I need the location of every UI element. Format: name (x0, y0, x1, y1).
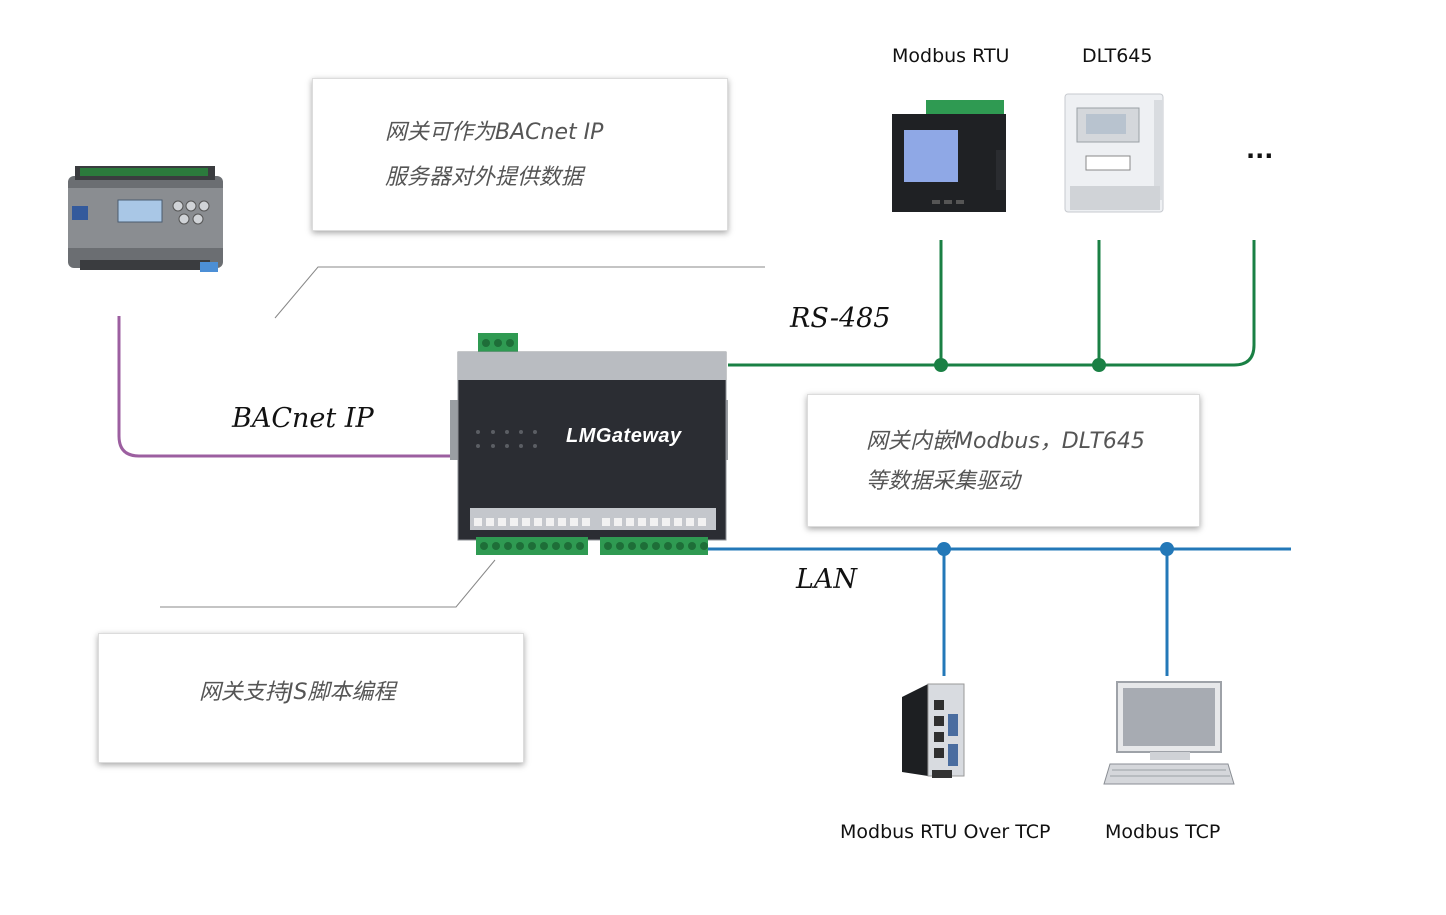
rs485-node-1 (934, 358, 948, 372)
network-label-rs485: RS-485 (790, 303, 891, 334)
bacnet-ip-line (117, 316, 455, 458)
device-label-modbus-rtu: Modbus RTU (892, 45, 1010, 67)
callout-drivers: 网关内嵌Modbus，DLT645 等数据采集驱动 (807, 394, 1200, 527)
device-label-more: ... (1246, 136, 1274, 164)
device-label-modbus-tcp: Modbus TCP (1105, 821, 1221, 843)
rs485-node-2 (1092, 358, 1106, 372)
callout-bacnet-server-line2: 服务器对外提供数据 (385, 165, 584, 190)
gateway-brand-label: LMGateway (566, 425, 682, 447)
device-label-dlt645: DLT645 (1082, 45, 1153, 67)
lan-node-1 (937, 542, 951, 556)
callout-js-line1: 网关支持JS脚本编程 (199, 680, 396, 705)
rs485-bus-line (728, 240, 1256, 367)
network-label-lan: LAN (796, 564, 858, 595)
callout-js: 网关支持JS脚本编程 (98, 633, 524, 763)
device-label-rtu-over-tcp: Modbus RTU Over TCP (840, 821, 1051, 843)
leader-line-js-callout (160, 559, 496, 608)
leader-line-bacnet-callout (274, 266, 765, 319)
network-label-bacnet-ip: BACnet IP (232, 403, 374, 434)
callout-bacnet-server: 网关可作为BACnet IP 服务器对外提供数据 (312, 78, 728, 231)
callout-drivers-line1: 网关内嵌Modbus，DLT645 (866, 429, 1145, 454)
callout-drivers-line2: 等数据采集驱动 (866, 469, 1021, 494)
callout-bacnet-server-line1: 网关可作为BACnet IP (385, 120, 604, 145)
lan-node-2 (1160, 542, 1174, 556)
